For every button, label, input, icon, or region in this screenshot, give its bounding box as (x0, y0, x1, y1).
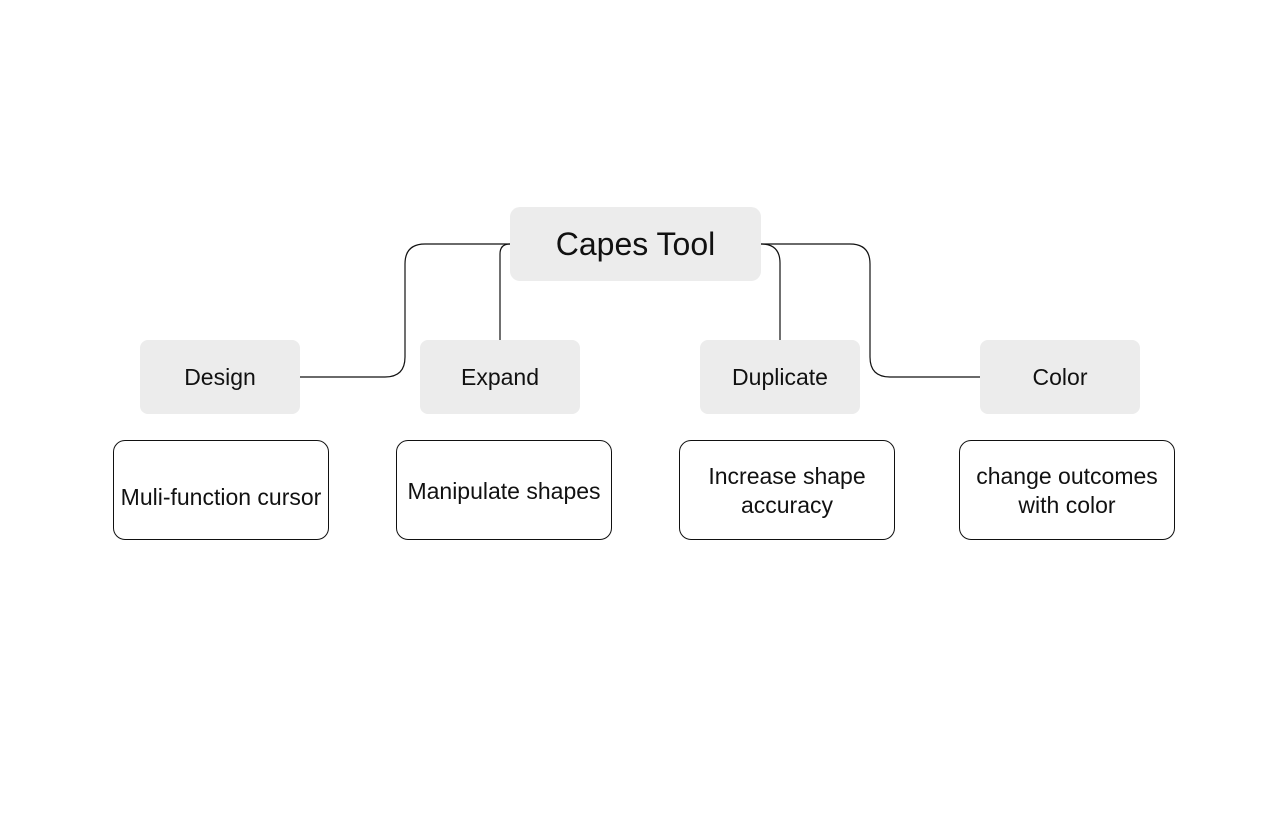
connector-expand (499, 243, 511, 340)
description-text-color: change outcomes with color (976, 463, 1158, 518)
branch-node-expand[interactable]: Expand (420, 340, 580, 414)
branch-label-color: Color (1032, 363, 1088, 390)
description-card-expand[interactable]: Manipulate shapes (396, 440, 612, 540)
description-text-design: Muli-function cursor (120, 483, 322, 510)
description-card-design[interactable]: Muli-function cursor (113, 440, 329, 540)
description-card-color[interactable]: change outcomes with color (959, 440, 1175, 540)
branch-label-expand: Expand (460, 363, 539, 390)
branch-label-design: Design (184, 363, 256, 390)
root-node-label: Capes Tool (555, 225, 716, 262)
root-node[interactable]: Capes Tool (510, 207, 761, 281)
branch-label-duplicate: Duplicate (732, 363, 828, 390)
description-text-duplicate: Increase shape accuracy (708, 463, 866, 518)
connector-duplicate (760, 243, 781, 340)
branch-node-duplicate[interactable]: Duplicate (700, 340, 860, 414)
description-card-duplicate[interactable]: Increase shape accuracy (679, 440, 895, 540)
branch-node-design[interactable]: Design (140, 340, 300, 414)
branch-node-color[interactable]: Color (980, 340, 1140, 414)
description-text-expand: Manipulate shapes (407, 477, 601, 504)
